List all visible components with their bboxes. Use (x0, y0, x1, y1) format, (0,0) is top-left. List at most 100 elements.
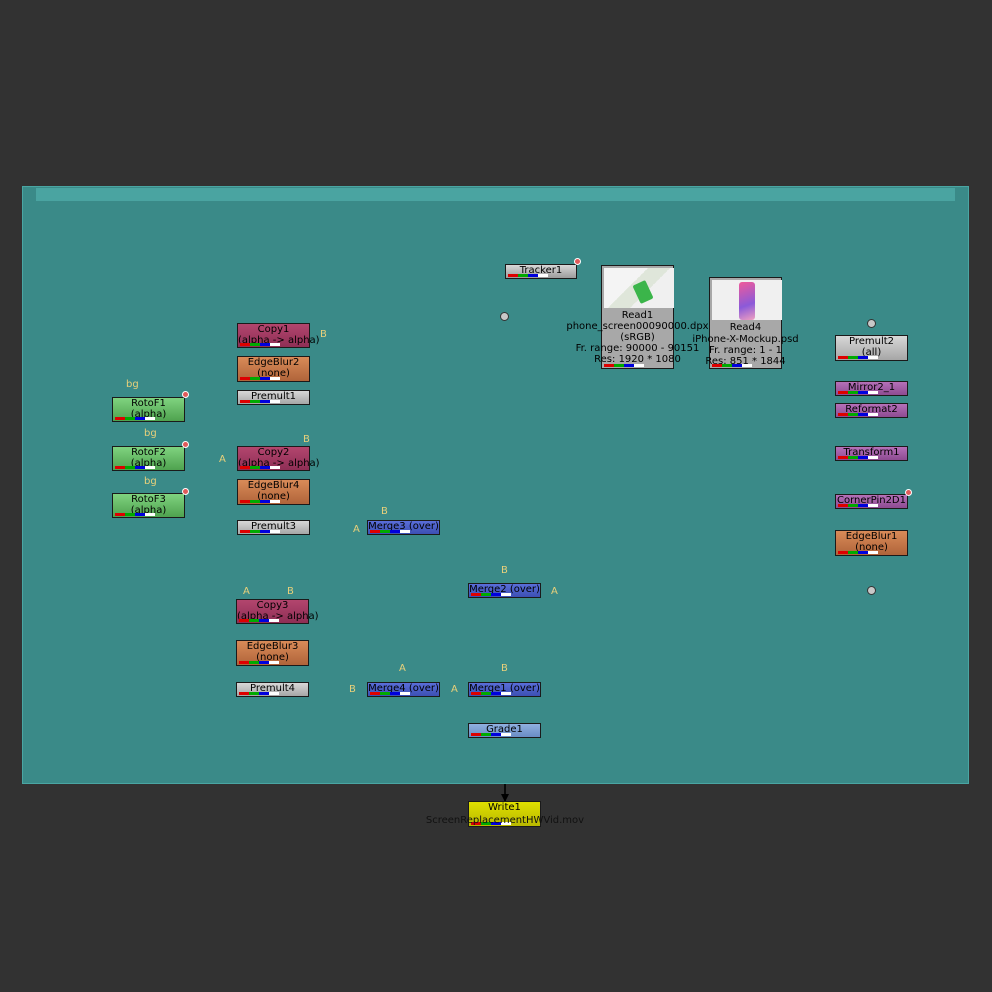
tracker1-node[interactable]: Tracker1 (505, 264, 577, 279)
premult4-node-channel-strip (239, 692, 279, 695)
copy2-node-channel-strip (240, 466, 280, 469)
mirror2-1-node-label: Mirror2_1 (847, 382, 896, 393)
rotof1-node[interactable]: RotoF1(alpha) (112, 397, 185, 422)
read1-node[interactable]: Read1 (601, 265, 674, 369)
mirror2-1-node[interactable]: Mirror2_1 (835, 381, 908, 396)
read1-node-label: Read1 (621, 310, 654, 321)
copy1-node-channel-strip (240, 343, 280, 346)
premult3-node-channel-strip (240, 530, 280, 533)
merge2-node-label: Merge2 (over) (469, 584, 540, 595)
grade1-node-label: Grade1 (486, 724, 523, 735)
premult3-node-label: Premult3 (250, 521, 297, 532)
grade1-node-channel-strip (471, 733, 511, 736)
input-label-b-8: B (381, 506, 388, 517)
merge4-node-channel-strip (370, 692, 410, 695)
read4-node[interactable]: Read4 (709, 277, 782, 369)
premult1-node[interactable]: Premult1 (237, 390, 310, 405)
edgeblur3-node-sublabel: (none) (256, 652, 289, 663)
rotof1-status-icon (182, 391, 189, 398)
read4-thumbnail (712, 280, 782, 320)
rotof1-node-channel-strip (115, 417, 155, 420)
rotof1-node-sublabel: (alpha) (130, 409, 167, 420)
write1-node[interactable]: Write1 (468, 801, 541, 827)
dot-node-read1[interactable] (500, 312, 509, 321)
copy2-node-sublabel: (alpha -> alpha) (238, 458, 320, 469)
read4-node-channel-strip (712, 364, 752, 367)
copy3-node[interactable]: Copy3(alpha -> alpha) (236, 599, 319, 624)
input-label-a-5: A (399, 663, 406, 674)
copy1-node-sublabel: (alpha -> alpha) (238, 335, 320, 346)
tracker1-status-icon (574, 258, 581, 265)
merge1-node[interactable]: Merge1 (over) (468, 682, 541, 697)
cornerpin2d1-node-channel-strip (838, 504, 878, 507)
rotof2-node[interactable]: RotoF2(alpha) (112, 446, 185, 471)
edgeblur3-node-channel-strip (239, 661, 279, 664)
edgeblur1-node-label: EdgeBlur1 (845, 531, 898, 542)
premult2-node-channel-strip (838, 356, 878, 359)
edgeblur4-node-channel-strip (240, 500, 280, 503)
reformat2-node-label: Reformat2 (845, 404, 898, 415)
read1-thumbnail (604, 268, 674, 308)
rotof3-node[interactable]: RotoF3(alpha) (112, 493, 185, 518)
edgeblur2-node-label: EdgeBlur2 (247, 357, 300, 368)
rotof3-status-icon (182, 488, 189, 495)
edgeblur3-node[interactable]: EdgeBlur3(none) (236, 640, 309, 666)
copy2-node[interactable]: Copy2(alpha -> alpha) (237, 446, 320, 471)
premult2-node[interactable]: Premult2(all) (835, 335, 908, 361)
write1-node-label: Write1 (488, 802, 521, 813)
premult4-node-label: Premult4 (249, 683, 296, 694)
copy3-node-label: Copy3 (256, 600, 289, 611)
transform1-node-channel-strip (838, 456, 878, 459)
cornerpin2d1-node[interactable]: CornerPin2D1 (835, 494, 908, 509)
cornerpin2d1-status-icon (905, 489, 912, 496)
edgeblur1-node[interactable]: EdgeBlur1(none) (835, 530, 908, 556)
read4-range-label: Fr. range: 1 - 1 (709, 345, 782, 356)
copy3-node-sublabel: (alpha -> alpha) (237, 611, 319, 622)
rotof2-node-label: RotoF2 (131, 447, 166, 458)
copy1-node[interactable]: Copy1(alpha -> alpha) (237, 323, 320, 348)
tracker1-node-channel-strip (508, 274, 548, 277)
edgeblur1-node-sublabel: (none) (855, 542, 888, 553)
input-label-b-11: B (501, 565, 508, 576)
input-label-a-3: A (451, 684, 458, 695)
merge2-node[interactable]: Merge2 (over) (468, 583, 541, 598)
merge4-node-label: Merge4 (over) (368, 683, 439, 694)
rotof2-status-icon (182, 441, 189, 448)
merge3-node-channel-strip (370, 530, 410, 533)
edgeblur4-node-label: EdgeBlur4 (247, 480, 300, 491)
dot-node-edgeblur1[interactable] (867, 586, 876, 595)
transform1-node[interactable]: Transform1 (835, 446, 908, 461)
grade1-node[interactable]: Grade1 (468, 723, 541, 738)
input-label-b-12: B (501, 663, 508, 674)
input-label-a-0: A (353, 524, 360, 535)
copy3-node-channel-strip (239, 619, 279, 622)
rotof3-node-sublabel: (alpha) (130, 505, 167, 516)
input-label-b-9: B (287, 586, 294, 597)
rotof1-node-label: RotoF1 (131, 398, 166, 409)
read1-res-label: Res: 1920 * 1080 (594, 354, 681, 365)
input-label-a-2: A (243, 586, 250, 597)
reformat2-node[interactable]: Reformat2 (835, 403, 908, 418)
premult1-node-channel-strip (240, 400, 280, 403)
edgeblur2-node[interactable]: EdgeBlur2(none) (237, 356, 310, 382)
dot-node-read4[interactable] (867, 319, 876, 328)
premult4-node[interactable]: Premult4 (236, 682, 309, 697)
premult2-node-label: Premult2 (848, 336, 895, 347)
premult2-node-sublabel: (all) (861, 347, 882, 358)
edgeblur4-node[interactable]: EdgeBlur4(none) (237, 479, 310, 505)
merge1-node-label: Merge1 (over) (469, 683, 540, 694)
read1-node-channel-strip (604, 364, 644, 367)
edgeblur3-node-label: EdgeBlur3 (246, 641, 299, 652)
premult3-node[interactable]: Premult3 (237, 520, 310, 535)
merge3-node[interactable]: Merge3 (over) (367, 520, 440, 535)
merge2-node-channel-strip (471, 593, 511, 596)
copy1-node-label: Copy1 (257, 324, 290, 335)
rotof2-node-sublabel: (alpha) (130, 458, 167, 469)
rotof3-node-channel-strip (115, 513, 155, 516)
read1-colorspace-label: (sRGB) (620, 332, 655, 343)
backdrop-title-bar[interactable] (36, 188, 955, 201)
merge4-node[interactable]: Merge4 (over) (367, 682, 440, 697)
rotof2-node-channel-strip (115, 466, 155, 469)
green-phone-image (632, 279, 654, 305)
input-label-b-6: B (320, 329, 327, 340)
